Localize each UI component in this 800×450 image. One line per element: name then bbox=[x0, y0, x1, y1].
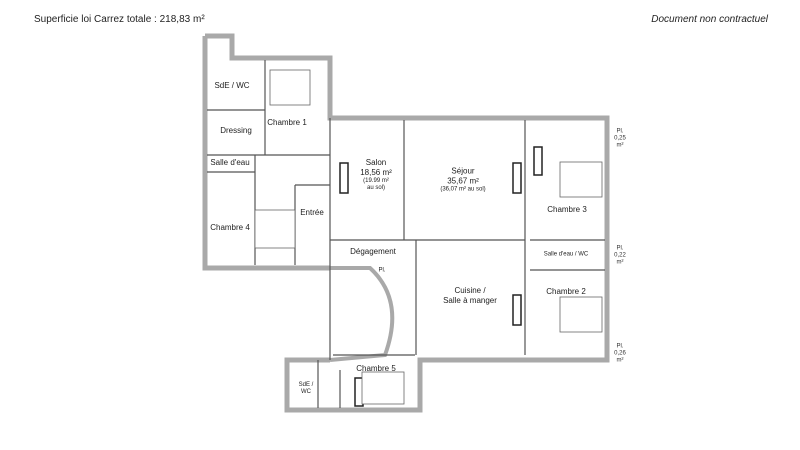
room-cuisine: Cuisine / Salle à manger bbox=[443, 286, 497, 306]
placard-degagement: Pl. bbox=[378, 267, 386, 274]
placard-label: Pl. bbox=[616, 343, 624, 350]
total-area: Superficie loi Carrez totale : 218,83 m² bbox=[34, 14, 205, 25]
windows bbox=[339, 146, 543, 407]
total-area-label: Superficie loi Carrez totale : bbox=[34, 14, 157, 25]
room-entree: Entrée bbox=[300, 208, 324, 217]
placard-area: 0,26 bbox=[614, 350, 626, 357]
placard-area: 0,25 bbox=[614, 135, 626, 142]
cuisine-name: Cuisine / bbox=[454, 286, 486, 295]
total-area-value: 218,83 m² bbox=[159, 14, 205, 25]
sde-wc-5-line1: SdE / bbox=[298, 382, 314, 388]
sde-wc-5-line2: WC bbox=[301, 389, 311, 395]
placard-2: Pl. 0,22 m² bbox=[614, 246, 626, 267]
placard-area: 0,22 bbox=[614, 252, 626, 259]
room-chambre-2: Chambre 2 bbox=[546, 287, 586, 296]
room-sde-wc-5: SdE / WC bbox=[299, 382, 314, 396]
outer-walls bbox=[202, 33, 610, 413]
salon-name: Salon bbox=[365, 158, 387, 167]
salon-floor-area: (19.99 m² bbox=[363, 178, 389, 184]
placard-unit: m² bbox=[616, 357, 624, 364]
sejour-area: 35,67 m² bbox=[447, 176, 479, 186]
placard-label: Pl. bbox=[616, 245, 624, 252]
room-chambre-3: Chambre 3 bbox=[547, 205, 587, 214]
room-chambre-5: Chambre 5 bbox=[356, 364, 396, 373]
placard-1: Pl. 0,25 m² bbox=[614, 129, 626, 150]
room-chambre-1: Chambre 1 bbox=[267, 118, 307, 127]
placard-3: Pl. 0,26 m² bbox=[614, 344, 626, 365]
disclaimer: Document non contractuel bbox=[651, 14, 768, 25]
salle-a-manger-name: Salle à manger bbox=[443, 296, 497, 305]
sejour-floor-area: (36,07 m² au sol) bbox=[440, 186, 486, 193]
placard-unit: m² bbox=[616, 142, 624, 149]
room-dressing: Dressing bbox=[220, 126, 252, 135]
room-degagement: Dégagement bbox=[350, 247, 396, 256]
room-sejour: Séjour 35,67 m² (36,07 m² au sol) bbox=[440, 167, 485, 194]
placard-unit: m² bbox=[616, 259, 624, 266]
room-salle-deau: Salle d'eau bbox=[210, 158, 250, 167]
placard-label: Pl. bbox=[616, 128, 624, 135]
salon-floor-area-suffix: au sol) bbox=[366, 185, 386, 191]
room-salle-deau-wc: Salle d'eau / WC bbox=[543, 251, 589, 258]
room-chambre-4: Chambre 4 bbox=[210, 223, 250, 232]
room-sde-wc-1: SdE / WC bbox=[214, 81, 250, 90]
room-salon: Salon 18,56 m² (19.99 m² au sol) bbox=[360, 158, 392, 192]
sejour-name: Séjour bbox=[451, 166, 475, 176]
salon-area: 18,56 m² bbox=[360, 168, 392, 177]
beds bbox=[254, 69, 603, 405]
